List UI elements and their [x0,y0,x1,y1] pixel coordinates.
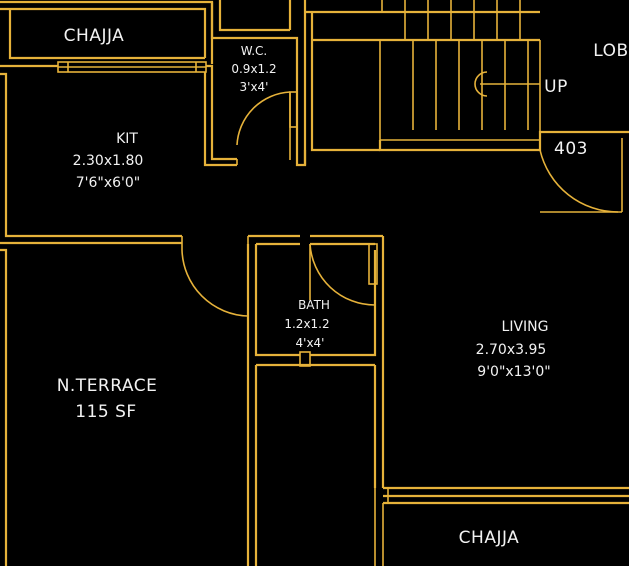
entrance-door [378,130,629,213]
living-walls [374,486,629,566]
chajja-bottom-label: CHAJJA [459,528,520,548]
bath-label: BATH [298,298,330,312]
kitchen-walls [0,64,237,245]
chajja-top-label: CHAJJA [64,26,125,46]
lobby-label: LOB [593,41,628,61]
living-size-ft: 9'0"x13'0" [477,364,550,380]
living-label: LIVING [502,319,549,335]
kit-size-ft: 7'6"x6'0" [76,175,141,191]
flat-number: 403 [554,139,588,159]
kit-size-m: 2.30x1.80 [73,153,144,169]
bath-size-ft: 4'x4' [296,336,325,350]
kitchen-door [181,236,249,317]
wc-label: W.C. [241,44,268,58]
bath-walls [246,234,385,566]
terrace-label: N.TERRACE [57,376,158,396]
wc-size-ft: 3'x4' [240,80,269,94]
staircase [303,0,541,165]
living-size-m: 2.70x3.95 [476,342,547,358]
wc-walls [210,0,307,167]
bath-size-m: 1.2x1.2 [284,317,329,331]
kitchen-window [57,61,207,73]
stair-up-label: UP [544,77,568,97]
terrace-walls [0,248,375,566]
wc-size-m: 0.9x1.2 [231,62,276,76]
kit-label: KIT [116,131,138,147]
terrace-area: 115 SF [75,402,136,422]
